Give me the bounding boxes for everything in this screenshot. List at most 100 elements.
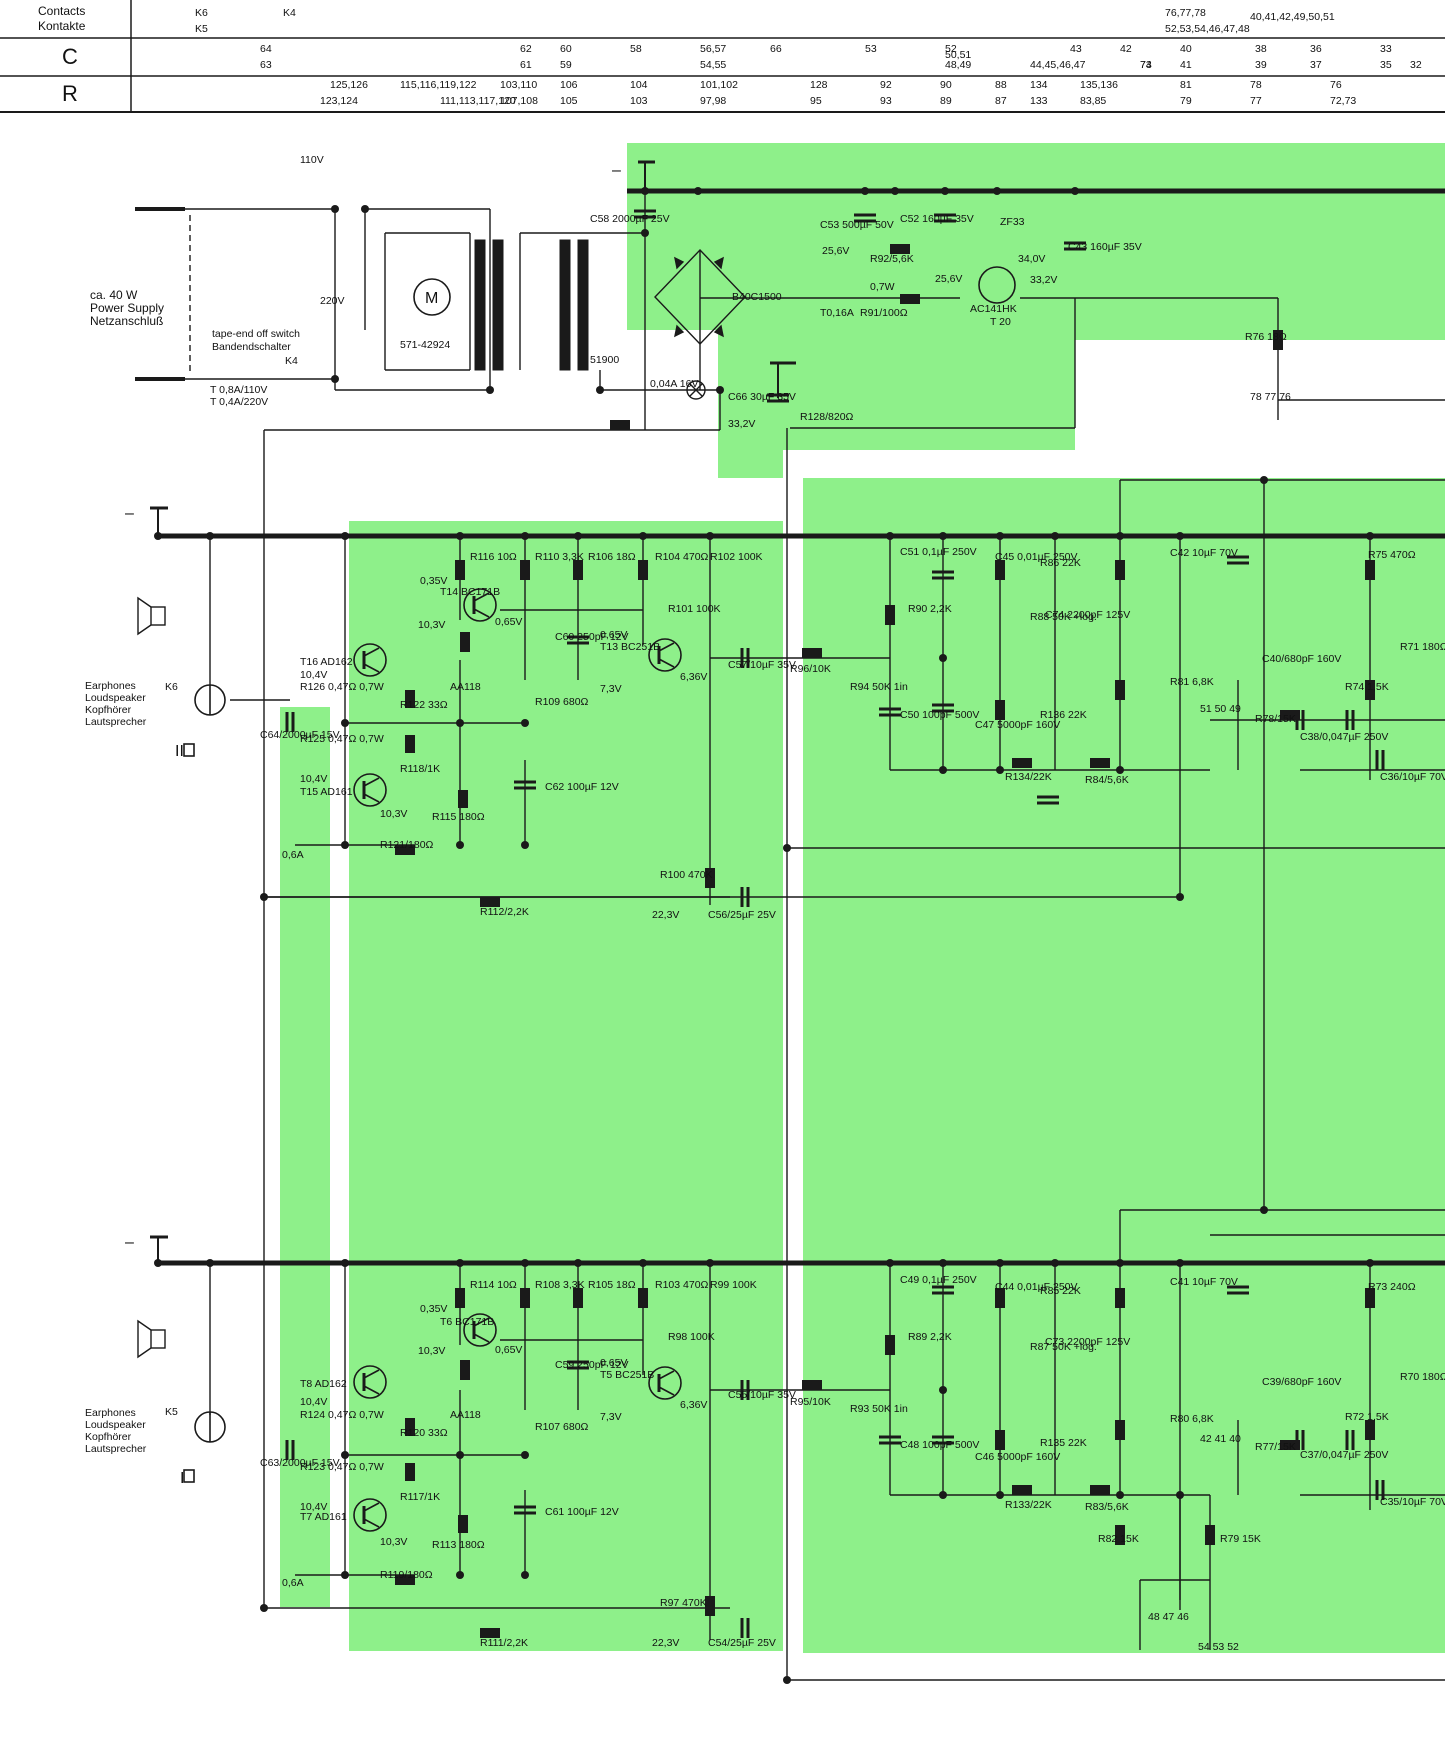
junction-dot-21 (1176, 532, 1184, 540)
c58-label: C58 2000µF 25V (590, 213, 670, 225)
resistor-22 (900, 294, 920, 304)
header-r-bottom-0: 123,124 (320, 95, 358, 107)
resistor-39 (1115, 1420, 1125, 1440)
tone-top-part-1: R96/10K (790, 663, 831, 675)
transistor-collector (363, 647, 380, 657)
tone-top-part-19: C38/0,047µF 250V (1300, 731, 1388, 743)
resistor-29 (638, 1288, 648, 1308)
bottom-transistor-1: T7 AD161 (300, 1511, 347, 1523)
junction-dot-28 (574, 1259, 582, 1267)
capacitor-26 (1375, 1480, 1385, 1500)
tone-bottom-part-20: C35/10µF 70V (1380, 1496, 1445, 1508)
header-r-top-12: 81 (1180, 79, 1192, 91)
resistor-13 (1115, 680, 1125, 700)
top-voltage-9: 0,65V (600, 629, 627, 641)
wiring (135, 160, 1445, 1681)
header-k5: K5 (195, 23, 208, 35)
tone-bottom-part-3: R89 2,2K (908, 1331, 952, 1343)
tone-top-part-3: R90 2,2K (908, 603, 952, 615)
top-part-19: C56/25µF 25V (708, 909, 776, 921)
top-part-0: R116 10Ω (470, 551, 517, 563)
transistor-5 (353, 1498, 387, 1532)
tone-top-part-2: C51 0,1µF 250V (900, 546, 977, 558)
junction-dot-34 (1051, 1259, 1059, 1267)
capacitor-4 (767, 393, 789, 403)
junction-dot-17 (939, 532, 947, 540)
junction-dot-16 (886, 532, 894, 540)
bottom-transistor-2: T6 BC171B (440, 1316, 494, 1328)
junction-dot-4 (993, 187, 1001, 195)
junction-dot-61 (939, 1386, 947, 1394)
resistor-49 (1205, 1525, 1215, 1545)
tone-top-part-14: R81 6,8K (1170, 676, 1214, 688)
top-part-15: C60 250pF 12V (555, 631, 629, 643)
top-part-13: R100 470K (660, 869, 713, 881)
header-kontakte-label: Kontakte (38, 19, 86, 33)
bottom-part-17: C63/2000µF 15V (260, 1457, 340, 1469)
capacitor-22 (879, 1435, 901, 1445)
c66-label: C66 30µF 35V (728, 391, 796, 403)
resistor-36 (995, 1288, 1005, 1308)
tone-bottom-part-6: R87 50K +log. (1030, 1341, 1097, 1353)
top-part-17: C64/2000µF 15V (260, 729, 340, 741)
resistor-34 (705, 1596, 715, 1616)
tone-bottom-part-15: R73 240Ω (1368, 1281, 1416, 1293)
junction-dot-38 (341, 719, 349, 727)
header-r-bottom-9: 87 (995, 95, 1007, 107)
header-c-bottom-0: 63 (260, 59, 272, 71)
header-c-bottom-8: 73 (1140, 59, 1152, 71)
top-part-20: AA118 (450, 681, 481, 693)
transistor-emitter (658, 1386, 675, 1396)
tone-top-part-12: R84/5,6K (1085, 774, 1129, 786)
junction-dot-60 (1116, 766, 1124, 774)
junction-dot-62 (939, 1491, 947, 1499)
c53-label: C53 500µF 50V (820, 219, 894, 231)
capacitor-7 (932, 570, 954, 580)
junction-dot-43 (521, 841, 529, 849)
bottom-voltage-2: 0,35V (420, 1303, 447, 1315)
jack-bottom-symbol (183, 1411, 226, 1483)
bottom-voltage-4: 0,65V (495, 1344, 522, 1356)
junction-dot-19 (1051, 532, 1059, 540)
junction-dot-0 (694, 187, 702, 195)
tone-bottom-part-11: C73 2200pF 125V (1045, 1336, 1130, 1348)
header-c-bottom-11: 37 (1310, 59, 1322, 71)
transistor-collector (363, 1502, 380, 1512)
resistor-11 (995, 700, 1005, 720)
junction-dot-50 (521, 1451, 529, 1459)
header-r-top-2: 103,110 (500, 79, 537, 91)
resistor-17 (1090, 758, 1110, 768)
tone-top-part-21: R71 180Ω (1400, 641, 1445, 653)
header-k6: K6 (195, 7, 208, 19)
switch-label-de: Bandendschalter (212, 341, 291, 353)
bottom-part-5: R98 100K (668, 1331, 715, 1343)
r92-label: R92/5,6K (870, 253, 914, 265)
header-c-bottom-1: 61 (520, 59, 532, 71)
header-contacts-label: Contacts (38, 4, 85, 18)
header-r-top-3: 106 (560, 79, 578, 91)
header-c-top-11: 38 (1255, 43, 1267, 55)
header-r-top-7: 92 (880, 79, 892, 91)
capacitor-12 (1345, 710, 1355, 730)
tone-bottom-part-5: C44 0,01µF 250V (995, 1281, 1078, 1293)
junction-dot-47 (1260, 476, 1268, 484)
junction-dot-31 (886, 1259, 894, 1267)
header-c-bottom-9: 41 (1180, 59, 1192, 71)
bottom-part-8: R123 0,47Ω 0,7W (300, 1461, 384, 1473)
pcb-region-power (627, 143, 1445, 478)
junction-dot-22 (1366, 532, 1374, 540)
tone-bottom-part-22: R82 15K (1098, 1533, 1139, 1545)
header-r-bottom-14: 72,73 (1330, 95, 1356, 107)
transistor-emitter (363, 793, 380, 803)
top-part-14: R112/2,2K (480, 906, 529, 918)
header-ref-row: 76,77,78 (1165, 7, 1206, 19)
bottom-part-6: R107 680Ω (535, 1421, 589, 1433)
resistor-19 (802, 648, 822, 658)
jack-top-symbol (183, 684, 226, 757)
bottom-part-16: C61 100µF 12V (545, 1506, 619, 1518)
tone-top-part-18: C40/680pF 160V (1262, 653, 1341, 665)
header-c-bottom-13: 32 (1410, 59, 1422, 71)
resistor-42 (1012, 1485, 1032, 1495)
transformer-symbol (474, 239, 589, 371)
junction-dot-49 (456, 1451, 464, 1459)
